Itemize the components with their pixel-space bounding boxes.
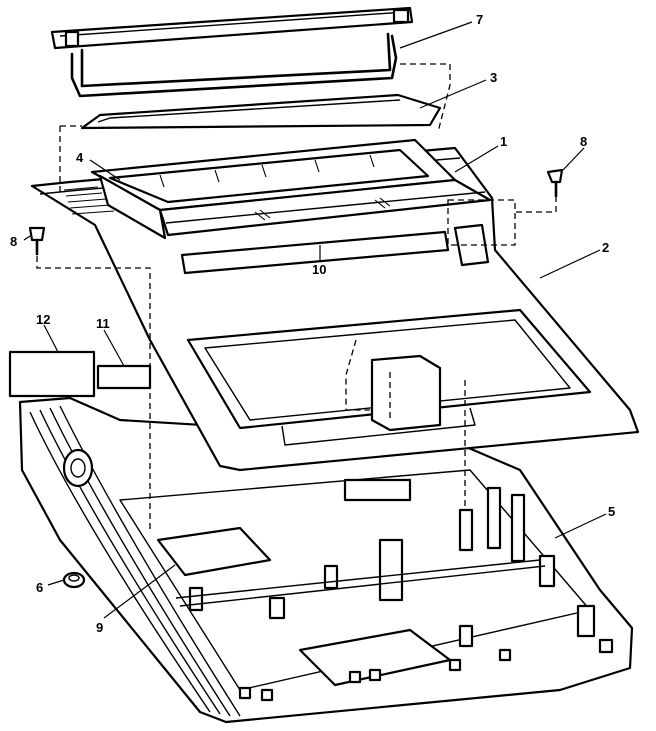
callouts: 7 3 1 8 4 8 10 2 12 11 5 6 9 <box>10 12 615 635</box>
part-10-slot <box>180 230 450 275</box>
part-9-pad <box>156 526 272 577</box>
callout-11: 11 <box>96 316 110 331</box>
callout-6: 6 <box>36 580 43 595</box>
callout-10: 10 <box>312 262 326 277</box>
callout-7: 7 <box>476 12 483 27</box>
callout-1: 1 <box>500 134 507 149</box>
part-8-screw-left <box>28 226 46 256</box>
platen-knob <box>62 448 94 488</box>
assembly-lines <box>36 63 557 530</box>
part-7-bracket <box>50 6 414 98</box>
part-8-screw-right <box>546 168 564 198</box>
part-5-bottom-housing <box>18 396 634 724</box>
part-3-lid <box>80 93 442 130</box>
callout-5: 5 <box>608 504 615 519</box>
part-11-label <box>96 364 152 390</box>
callout-3: 3 <box>490 70 497 85</box>
callout-9: 9 <box>96 620 103 635</box>
callout-4: 4 <box>76 150 84 165</box>
part-12-label <box>8 350 96 398</box>
callout-2: 2 <box>602 240 609 255</box>
part-6-foot <box>62 571 86 589</box>
part-4-window-frame <box>63 138 492 240</box>
callout-12: 12 <box>36 312 50 327</box>
callout-8-right: 8 <box>580 134 587 149</box>
callout-8-left: 8 <box>10 234 17 249</box>
leader-lines <box>23 21 607 619</box>
